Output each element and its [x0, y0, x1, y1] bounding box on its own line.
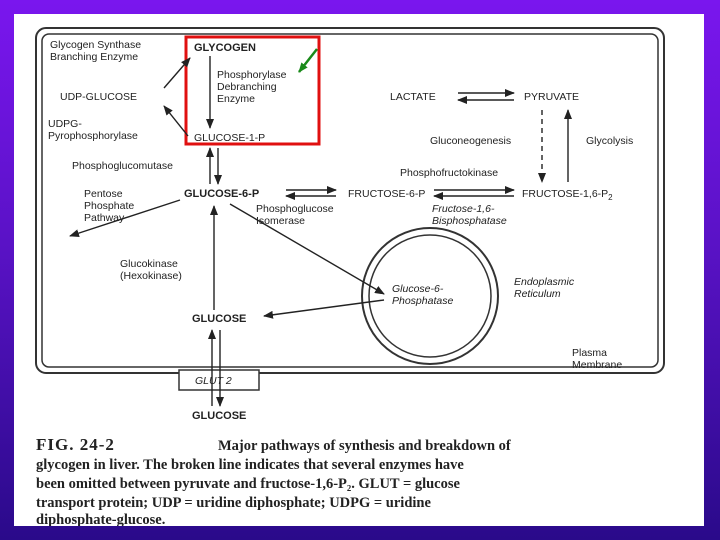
glut2-box [178, 369, 260, 391]
glucose-outside-label: GLUCOSE [192, 410, 246, 422]
cell-membrane-outer [35, 27, 665, 374]
hexokinase-label: (Hexokinase) [120, 270, 182, 282]
phosphorylase-label: Phosphorylase [217, 69, 287, 81]
arrow-phosphatase-to-glucose [263, 299, 385, 319]
caption-line-3: been omitted between pyruvate and fructo… [36, 476, 461, 492]
enzyme-label: Enzyme [217, 93, 255, 105]
glycogen-pathway-diagram: Glycogen Synthase Branching Enzyme GLYCO… [35, 27, 665, 526]
highlight-box [184, 35, 321, 146]
figure-number: FIG. 24-2 [36, 435, 115, 454]
glycolysis-label: Glycolysis [586, 135, 633, 147]
reticulum-label: Reticulum [514, 288, 561, 300]
glucose-1-p-label: GLUCOSE-1-P [194, 132, 265, 144]
udpg-pyrophosphorylase-label: Pyrophosphorylase [48, 130, 138, 142]
branching-enzyme-label: Branching Enzyme [50, 51, 138, 63]
arrow-to-pentose-pathway [69, 199, 181, 238]
endoplasmic-label: Endoplasmic [514, 276, 575, 288]
fructose-6-p-label: FRUCTOSE-6-P [348, 188, 425, 200]
phosphofructokinase-label: Phosphofructokinase [400, 167, 498, 179]
fructose-16-p2-label: FRUCTOSE-1,6-P2 [522, 188, 613, 202]
green-pointer-arrow [298, 48, 318, 73]
phosphate-label: Phosphate [84, 200, 134, 212]
udp-glucose-label: UDP-GLUCOSE [60, 91, 137, 103]
arrow-udpglucose-to-glycogen [163, 57, 191, 89]
line-g6p-to-phosphatase [229, 203, 385, 295]
pentose-label: Pentose [84, 188, 123, 200]
caption-line-2: glycogen in liver. The broken line indic… [36, 457, 464, 473]
glucose-6-phosphatase-label-1: Glucose-6- [392, 283, 444, 295]
debranching-label: Debranching [217, 81, 277, 93]
lactate-label: LACTATE [390, 91, 436, 103]
fructose-bisphosphatase-label-1: Fructose-1,6- [432, 203, 495, 215]
membrane-label: Membrane [572, 359, 622, 371]
glucose-6-p-label: GLUCOSE-6-P [184, 188, 259, 200]
pyruvate-label: PYRUVATE [524, 91, 579, 103]
phosphoglucomutase-label: Phosphoglucomutase [72, 160, 173, 172]
udpg-label: UDPG- [48, 118, 82, 130]
glycogen-synthase-label: Glycogen Synthase [50, 39, 141, 51]
pathway-label: Pathway [84, 212, 125, 224]
phosphoglucose-label: Phosphoglucose [256, 203, 334, 215]
glucokinase-label: Glucokinase [120, 258, 178, 270]
caption-line-5: diphosphate-glucose. [36, 512, 165, 526]
glycogen-label: GLYCOGEN [194, 42, 256, 54]
gluconeogenesis-label: Gluconeogenesis [430, 135, 511, 147]
glucose-6-phosphatase-label-2: Phosphatase [392, 295, 453, 307]
glucose-inside-label: GLUCOSE [192, 313, 246, 325]
plasma-label: Plasma [572, 347, 607, 359]
fructose-bisphosphatase-label-2: Bisphosphatase [432, 215, 507, 227]
glut2-label: GLUT 2 [195, 375, 232, 387]
caption-line-4: transport protein; UDP = uridine diphosp… [36, 495, 431, 511]
cell-membrane-inner [41, 33, 659, 368]
endoplasmic-reticulum-inner [368, 234, 492, 358]
endoplasmic-reticulum-outer [361, 227, 499, 365]
arrow-g1p-to-udpglucose [163, 105, 189, 137]
caption-line-1: Major pathways of synthesis and breakdow… [218, 438, 511, 454]
isomerase-label: Isomerase [256, 215, 305, 227]
slide: Glycogen Synthase Branching Enzyme GLYCO… [14, 14, 704, 526]
